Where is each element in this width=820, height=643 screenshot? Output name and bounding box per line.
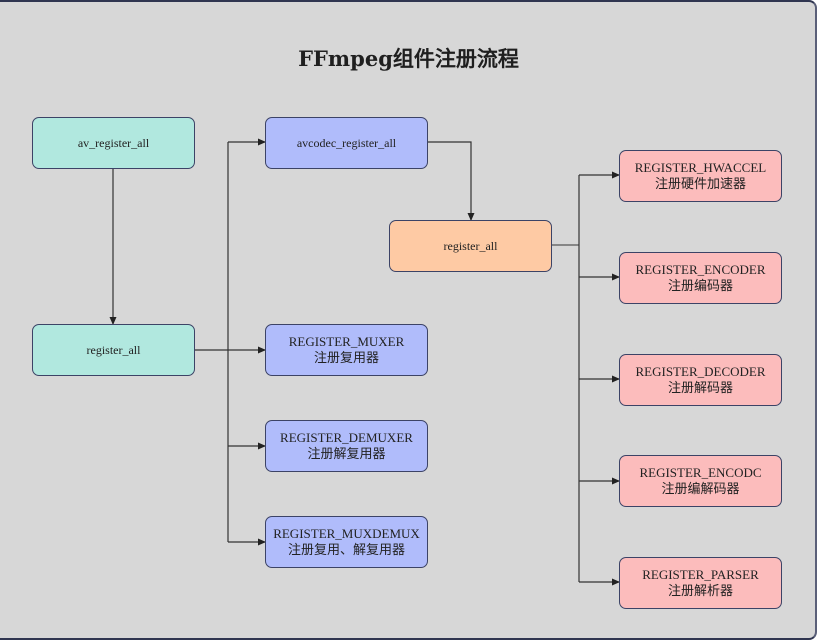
node-register-muxer[interactable]: REGISTER_MUXER 注册复用器 [265,324,428,376]
node-register-parser[interactable]: REGISTER_PARSER 注册解析器 [619,557,782,609]
node-register-all-codec[interactable]: register_all [389,220,552,272]
node-label: register_all [443,238,498,253]
node-register-all[interactable]: register_all [32,324,195,376]
node-register-hwaccel[interactable]: REGISTER_HWACCEL 注册硬件加速器 [619,150,782,202]
node-label: REGISTER_PARSER [642,567,759,582]
node-register-decoder[interactable]: REGISTER_DECODER 注册解码器 [619,354,782,406]
node-sublabel: 注册复用、解复用器 [287,543,405,558]
node-label: REGISTER_DEMUXER [280,430,413,445]
node-label: REGISTER_HWACCEL [634,160,767,175]
node-sublabel: 注册解复用器 [307,447,386,462]
node-label: av_register_all [77,135,150,150]
node-label: REGISTER_MUXER [288,334,405,349]
node-label: REGISTER_MUXDEMUX [273,526,420,541]
node-label: REGISTER_ENCODC [639,465,762,480]
node-sublabel: 注册解码器 [667,381,733,396]
node-register-muxdemux[interactable]: REGISTER_MUXDEMUX 注册复用、解复用器 [265,516,428,568]
node-register-encodc[interactable]: REGISTER_ENCODC 注册编解码器 [619,455,782,507]
node-register-demuxer[interactable]: REGISTER_DEMUXER 注册解复用器 [265,420,428,472]
node-sublabel: 注册编解码器 [661,482,740,497]
node-sublabel: 注册解析器 [667,584,733,599]
node-sublabel: 注册硬件加速器 [654,177,746,192]
node-label: REGISTER_DECODER [635,364,766,379]
node-register-encoder[interactable]: REGISTER_ENCODER 注册编码器 [619,252,782,304]
node-label: avcodec_register_all [296,135,397,150]
node-label: REGISTER_ENCODER [635,262,766,277]
node-sublabel: 注册编码器 [667,279,733,294]
node-sublabel: 注册复用器 [313,351,379,366]
node-label: register_all [86,342,141,357]
node-avcodec-register-all[interactable]: avcodec_register_all [265,117,428,169]
node-av-register-all[interactable]: av_register_all [32,117,195,169]
diagram-title: FFmpeg组件注册流程 [298,46,519,71]
